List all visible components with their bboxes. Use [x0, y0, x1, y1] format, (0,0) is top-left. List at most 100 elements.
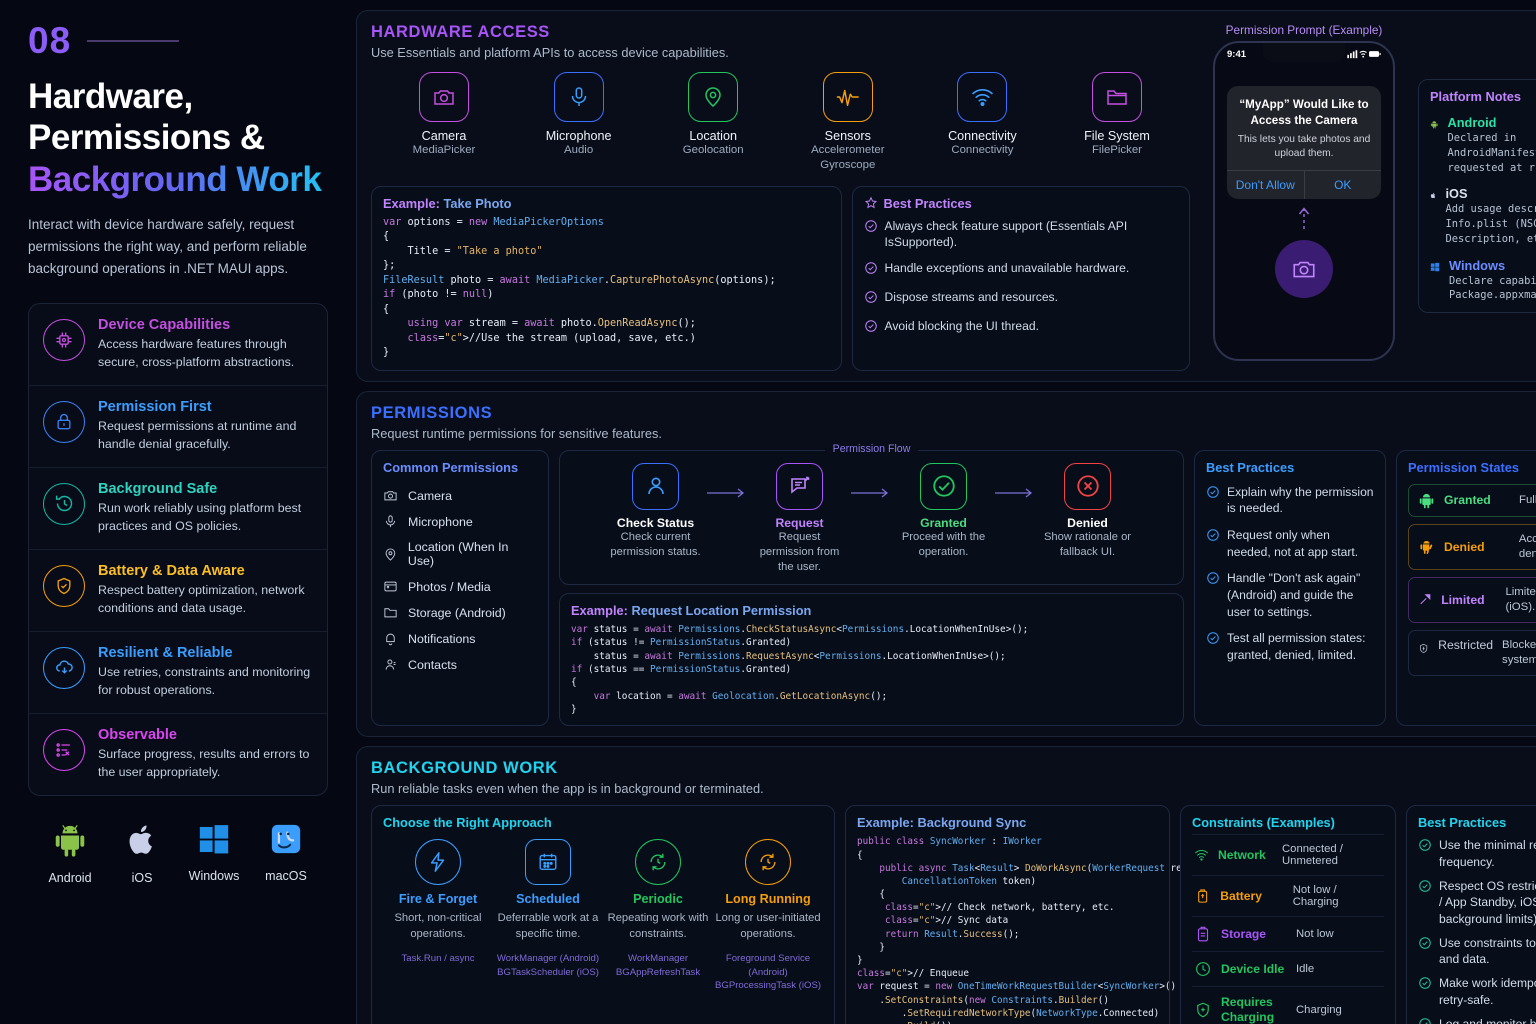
approach-desc: Long or user-initiated operations. — [715, 912, 821, 940]
check-circle-icon — [920, 462, 967, 510]
permission-list-item[interactable]: Notifications — [383, 626, 537, 652]
hardware-tile-row: Camera MediaPicker Microphone Audio — [371, 72, 1190, 174]
constraint-name: Storage — [1221, 926, 1267, 941]
approach-scheduled[interactable]: Scheduled Deferrable work at a specific … — [493, 839, 603, 993]
arrow-up-icon — [1298, 207, 1310, 230]
hardware-tile-microphone[interactable]: Microphone Audio — [520, 72, 638, 174]
permission-list-item[interactable]: Microphone — [383, 509, 537, 535]
permission-flow: Check Status Check current permission st… — [571, 462, 1172, 575]
background-sync-example-box: Example: Background Sync public class Sy… — [845, 805, 1215, 1024]
check-circle-icon — [1206, 528, 1220, 560]
capability-card[interactable]: Battery & Data Aware Respect battery opt… — [29, 550, 327, 632]
background-subheading: Run reliable tasks even when the app is … — [371, 781, 764, 797]
camera-launch-button[interactable] — [1275, 240, 1333, 299]
ok-button[interactable]: OK — [1334, 178, 1352, 193]
sidebar: 08 Hardware, Permissions & Background Wo… — [0, 0, 352, 1024]
limited-icon — [1420, 594, 1431, 605]
platform-label: iOS — [131, 870, 153, 885]
best-practice-text: Dispose streams and resources. — [884, 289, 1058, 304]
phone-notch — [1263, 43, 1345, 62]
phone-statusbar: 9:41 — [1215, 43, 1393, 62]
example-title: Example: Background Sync — [857, 815, 1158, 830]
request-location-example-box: Example: Request Location Permission var… — [559, 592, 1184, 727]
approach-periodic[interactable]: Periodic Repeating work with constraints… — [603, 839, 713, 993]
android-denied-icon — [1420, 541, 1433, 555]
flow-step-granted[interactable]: Granted Proceed with the operation. — [895, 462, 993, 560]
best-practice-text: Test all permission states: granted, den… — [1227, 631, 1366, 663]
permission-list-item[interactable]: Location (When In Use) — [383, 535, 537, 574]
platform-label: Windows — [188, 868, 240, 883]
alert-body: “MyApp” Would Like to Access the Camera … — [1227, 86, 1381, 170]
take-photo-code: var options = new MediaPickerOptions { T… — [383, 216, 776, 359]
platform-ios[interactable]: iOS — [109, 822, 175, 885]
permission-list-item[interactable]: Contacts — [383, 652, 537, 678]
card-heading: Observable — [98, 726, 177, 743]
capability-card[interactable]: Background Safe Run work reliably using … — [29, 468, 327, 550]
tile-sub: Geolocation — [682, 144, 744, 156]
history-icon — [43, 482, 85, 525]
check-circle-icon — [1418, 838, 1432, 870]
note-title: Windows — [1449, 257, 1506, 273]
check-circle-icon — [864, 219, 878, 251]
hardware-tile-connectivity[interactable]: Connectivity Connectivity — [923, 72, 1041, 174]
phone-mockup-wrap: Permission Prompt (Example) 9:41 — [1204, 23, 1404, 361]
macos-icon — [271, 824, 301, 853]
flow-step-desc: Request permission from the user. — [759, 530, 840, 573]
periodic-icon — [635, 839, 681, 886]
flow-arrow-icon — [706, 485, 749, 503]
windows-icon — [199, 824, 229, 853]
flow-step-check-status[interactable]: Check Status Check current permission st… — [607, 462, 705, 560]
approach-tech: WorkManager BGAppRefreshTask — [615, 953, 701, 978]
permission-flow-box: Permission Flow Check Status Check curre… — [559, 442, 1184, 585]
shield-check-icon — [43, 564, 85, 607]
capability-card[interactable]: Permission First Request permissions at … — [29, 386, 327, 468]
best-practice-text: Handle "Don't ask again" (Android) and g… — [1227, 571, 1361, 619]
best-practice-text: Make work idempotent and retry-safe. — [1439, 976, 1536, 1007]
flow-step-request[interactable]: Request Request permission from the user… — [751, 462, 849, 575]
android-icon — [55, 824, 85, 856]
platform-android[interactable]: Android — [37, 822, 103, 885]
dont-allow-button[interactable]: Don't Allow — [1227, 171, 1305, 200]
folder-icon — [1091, 72, 1142, 122]
hardware-tile-sensors[interactable]: Sensors Accelerometer Gyroscope — [789, 72, 907, 174]
capability-card[interactable]: Device Capabilities Access hardware feat… — [29, 304, 327, 386]
camera-icon — [419, 72, 469, 122]
clock-refresh-icon — [745, 839, 791, 886]
shield-restricted-icon — [1419, 643, 1428, 653]
permission-label: Camera — [408, 488, 453, 503]
permission-label: Notifications — [408, 631, 476, 646]
platform-note-ios: iOS Add usage descriptions in Info.plist… — [1430, 186, 1536, 246]
permission-label: Microphone — [408, 514, 473, 529]
calendar-icon — [525, 839, 571, 886]
shield-plus-icon — [1197, 1003, 1209, 1018]
tile-name: Camera — [421, 129, 467, 143]
flow-step-denied[interactable]: Denied Show rationale or fallback UI. — [1039, 462, 1137, 560]
state-desc: Full access. — [1519, 493, 1536, 506]
example-prefix: Example: — [857, 815, 914, 831]
hardware-tile-location[interactable]: Location Geolocation — [654, 72, 772, 174]
check-circle-icon — [1418, 879, 1432, 928]
permission-list-item[interactable]: Photos / Media — [383, 574, 537, 600]
permission-list-item[interactable]: Camera — [383, 483, 537, 509]
card-text: Request permissions at runtime and handl… — [98, 418, 297, 451]
permission-state-denied: Denied Access denied. — [1408, 523, 1536, 570]
capability-card[interactable]: Resilient & Reliable Use retries, constr… — [29, 632, 327, 714]
constraint-storage: Storage Not low — [1192, 916, 1384, 951]
approach-name: Scheduled — [516, 892, 580, 907]
camera-icon — [384, 491, 397, 501]
platform-windows[interactable]: Windows — [181, 822, 247, 885]
flow-step-name: Denied — [1067, 515, 1108, 530]
permission-state-limited: Limited Limited access (iOS). — [1408, 576, 1536, 623]
best-practice-item: Avoid blocking the UI thread. — [864, 318, 1178, 338]
hardware-tile-filesystem[interactable]: File System FilePicker — [1058, 72, 1176, 174]
approach-long-running[interactable]: Long Running Long or user-initiated oper… — [713, 839, 823, 993]
card-text: Access hardware features through secure,… — [98, 336, 295, 369]
permission-label: Photos / Media — [408, 579, 491, 594]
card-text: Respect battery optimization, network co… — [98, 582, 305, 615]
platform-macos[interactable]: macOS — [253, 822, 319, 885]
approach-fire-and-forget[interactable]: Fire & Forget Short, non-critical operat… — [383, 839, 493, 993]
hardware-tile-camera[interactable]: Camera MediaPicker — [385, 72, 503, 174]
permission-list-item[interactable]: Storage (Android) — [383, 600, 537, 626]
capability-card[interactable]: Observable Surface progress, results and… — [29, 714, 327, 795]
